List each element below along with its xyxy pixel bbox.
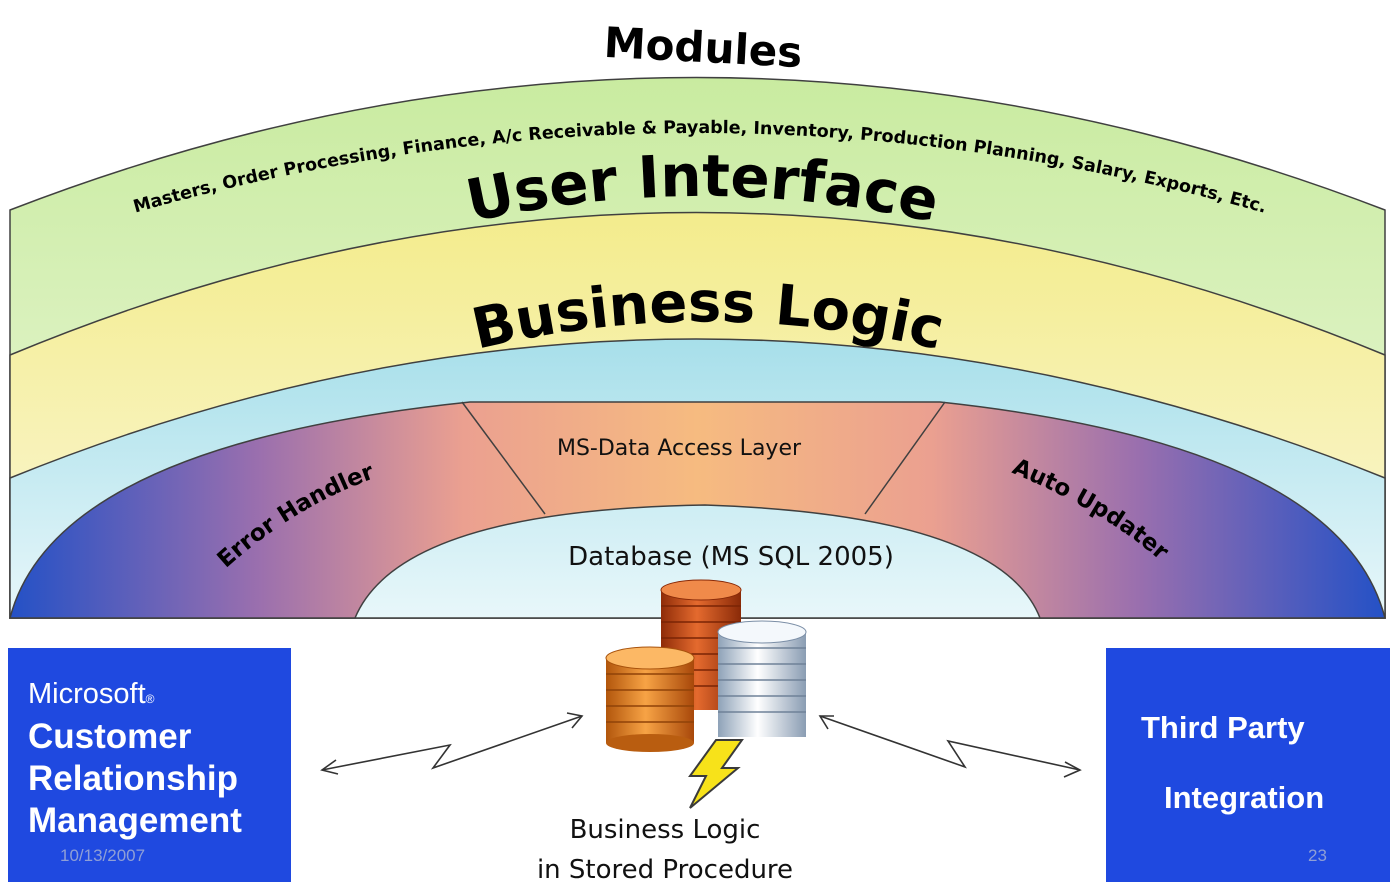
- stored-procedure-caption-line2: in Stored Procedure: [537, 855, 793, 882]
- orange-coin-stack: [605, 646, 695, 752]
- microsoft-brand: Microsoft®: [28, 678, 155, 710]
- third-party-line2: Integration: [1164, 780, 1325, 815]
- stored-procedure-caption-line1: Business Logic: [570, 815, 761, 845]
- divider-left: [461, 401, 546, 515]
- data-access-label: MS-Data Access Layer: [557, 436, 802, 461]
- crm-line-customer: Customer: [28, 717, 192, 756]
- database-label: Database (MS SQL 2005): [568, 542, 894, 572]
- third-party-line1: Third Party: [1141, 710, 1305, 745]
- right-connector-arrow: [818, 715, 1082, 778]
- white-coin-stack: [717, 620, 807, 737]
- database-icon: [605, 579, 807, 809]
- crm-line-management: Management: [28, 801, 242, 840]
- slide-date: 10/13/2007: [60, 846, 146, 865]
- left-connector-arrow: [320, 712, 584, 775]
- divider-right: [864, 401, 946, 515]
- crm-box: Microsoft® Customer Relationship Managem…: [8, 648, 291, 882]
- slide-number: 23: [1308, 846, 1327, 865]
- data-access-band: [9, 401, 1386, 619]
- third-party-box: Third Party Integration 23: [1106, 648, 1390, 882]
- crm-line-relationship: Relationship: [28, 759, 239, 798]
- lightning-icon: [688, 739, 744, 809]
- modules-title: Modules: [603, 18, 804, 77]
